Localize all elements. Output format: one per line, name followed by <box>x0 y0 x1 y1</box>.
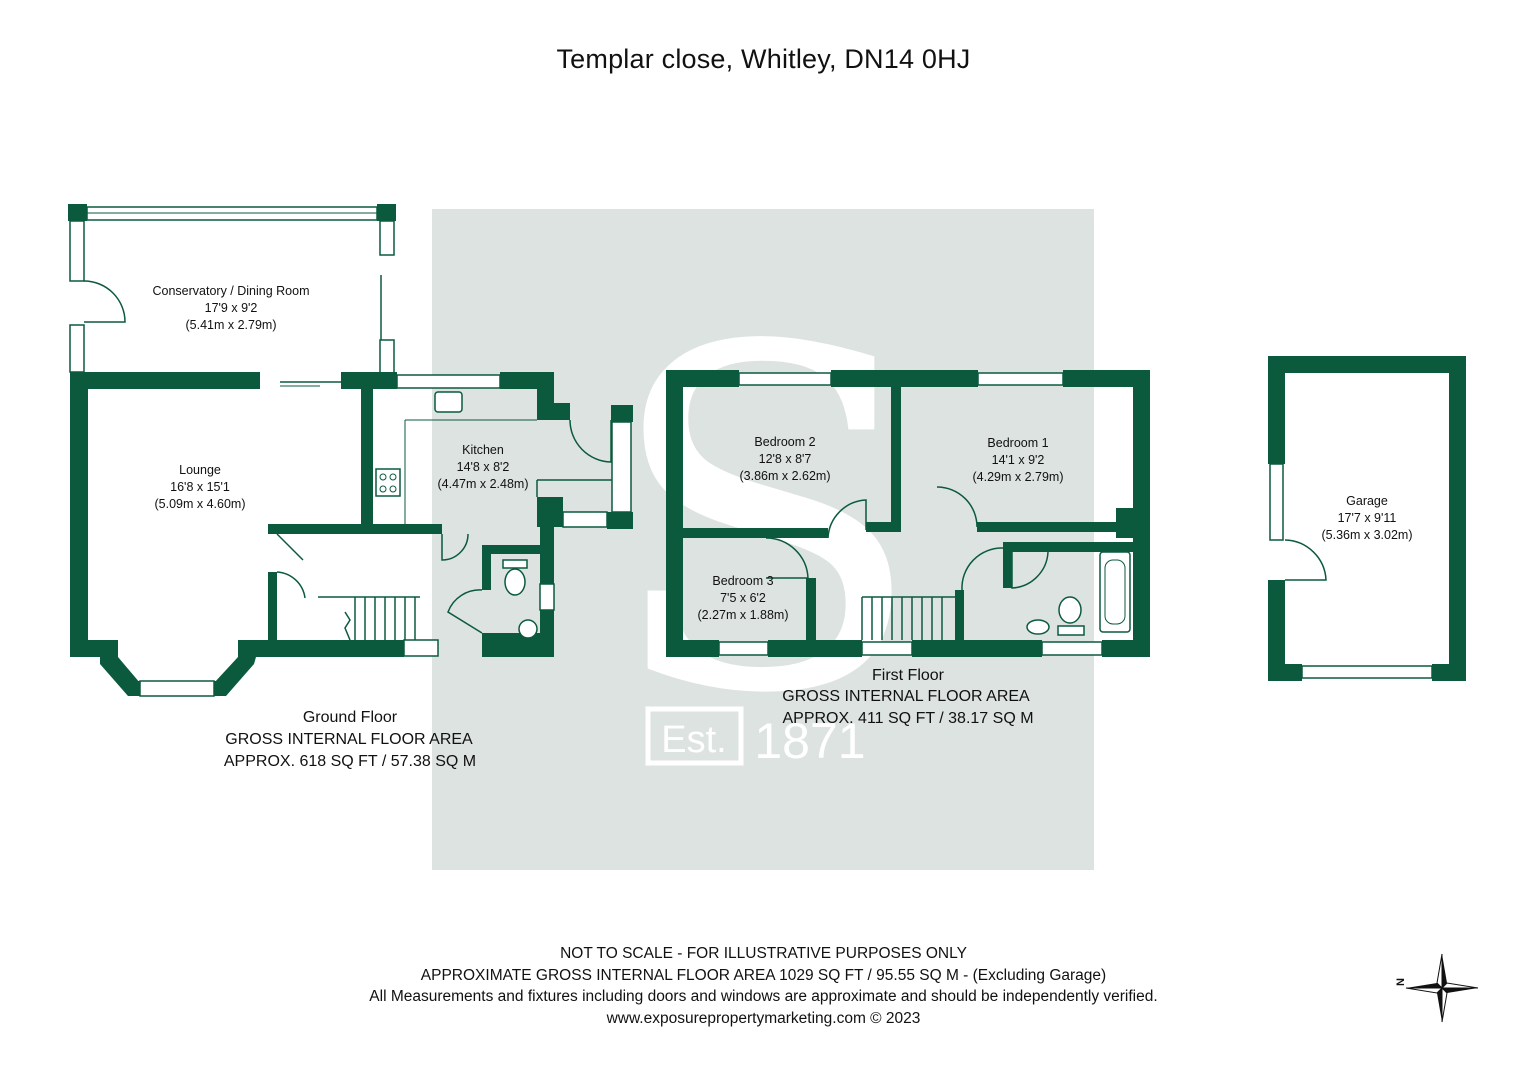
garage-metric: (5.36m x 3.02m) <box>1321 528 1412 542</box>
lounge-name: Lounge <box>179 463 221 477</box>
garage-plan <box>1268 356 1466 681</box>
watermark-year: 1871 <box>754 713 865 769</box>
garage-name: Garage <box>1346 494 1388 508</box>
ground-floor-area-heading: GROSS INTERNAL FLOOR AREA <box>225 731 473 748</box>
first-floor-plan <box>666 370 1150 657</box>
compass-north-label: N <box>1395 978 1407 986</box>
kitchen-metric: (4.47m x 2.48m) <box>437 477 528 491</box>
bedroom2-imperial: 12'8 x 8'7 <box>759 452 812 466</box>
ground-floor-area-value: APPROX. 618 SQ FT / 57.38 SQ M <box>224 753 476 770</box>
watermark-badge-text: Est. <box>661 719 726 761</box>
lounge-metric: (5.09m x 4.60m) <box>154 497 245 511</box>
footer-measurement-note: All Measurements and fixtures including … <box>369 988 1158 1005</box>
compass-rose-icon: N <box>1395 953 1479 1023</box>
bedroom1-metric: (4.29m x 2.79m) <box>972 470 1063 484</box>
kitchen-name: Kitchen <box>462 443 504 457</box>
watermark: S Est. 1871 <box>432 209 1094 870</box>
footer-disclaimer: NOT TO SCALE - FOR ILLUSTRATIVE PURPOSES… <box>560 945 967 962</box>
bedroom3-metric: (2.27m x 1.88m) <box>697 608 788 622</box>
bedroom1-name: Bedroom 1 <box>987 436 1048 450</box>
room-labels: Conservatory / Dining Room 17'9 x 9'2 (5… <box>152 284 1412 622</box>
ground-floor-name: Ground Floor <box>303 709 398 726</box>
first-floor-area-heading: GROSS INTERNAL FLOOR AREA <box>782 688 1030 705</box>
garage-imperial: 17'7 x 9'11 <box>1338 511 1397 525</box>
lounge-imperial: 16'8 x 15'1 <box>170 480 230 494</box>
page-title: Templar close, Whitley, DN14 0HJ <box>556 44 971 74</box>
footer: NOT TO SCALE - FOR ILLUSTRATIVE PURPOSES… <box>0 943 1527 1029</box>
floor-area-labels: Ground Floor GROSS INTERNAL FLOOR AREA A… <box>224 667 1034 770</box>
footer-website: www.exposurepropertymarketing.com © 2023 <box>606 1009 921 1027</box>
conservatory-name: Conservatory / Dining Room <box>152 284 309 298</box>
first-floor-area-value: APPROX. 411 SQ FT / 38.17 SQ M <box>782 710 1033 727</box>
bedroom3-name: Bedroom 3 <box>712 574 773 588</box>
footer-total-area: APPROXIMATE GROSS INTERNAL FLOOR AREA 10… <box>420 966 1107 984</box>
conservatory-metric: (5.41m x 2.79m) <box>185 318 276 332</box>
first-floor-name: First Floor <box>872 667 945 684</box>
ground-floor-plan <box>68 204 633 697</box>
bedroom2-metric: (3.86m x 2.62m) <box>739 469 830 483</box>
bedroom2-name: Bedroom 2 <box>754 435 815 449</box>
watermark-badge-frame <box>645 706 744 766</box>
bedroom3-imperial: 7'5 x 6'2 <box>720 591 766 605</box>
conservatory-imperial: 17'9 x 9'2 <box>205 301 258 315</box>
bedroom1-imperial: 14'1 x 9'2 <box>992 453 1045 467</box>
kitchen-imperial: 14'8 x 8'2 <box>457 460 510 474</box>
